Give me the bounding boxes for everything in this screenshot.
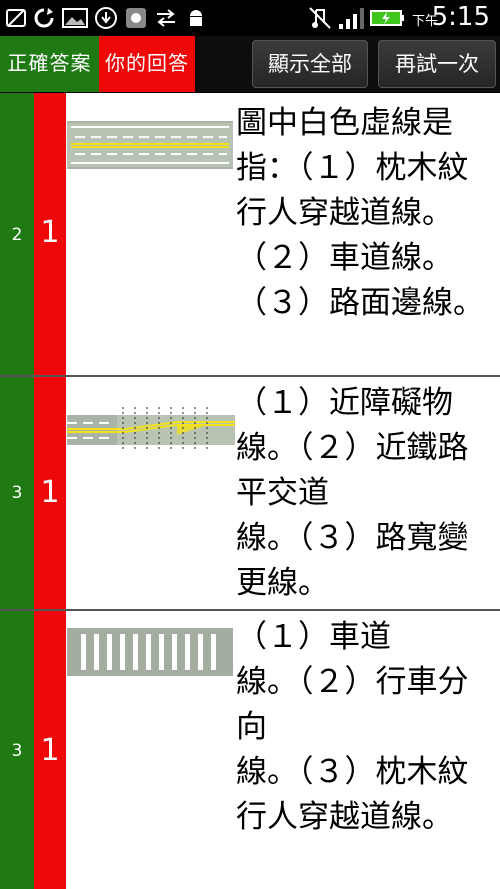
transfer-icon — [157, 9, 175, 27]
no-sim-icon — [6, 9, 26, 27]
question-number: 2 — [11, 225, 23, 245]
question-text: （１）近障礙物線。（２）近鐵路平交道 線。（３）路寬變更線。 — [236, 385, 469, 601]
obstacle-approach-line-image — [67, 407, 235, 451]
sync-icon — [34, 8, 54, 28]
toolbar: 正確答案 你的回答 顯示全部 再試一次 — [0, 36, 500, 92]
download-icon — [95, 7, 117, 29]
retry-button[interactable]: 再試一次 — [378, 40, 496, 88]
mute-icon — [309, 7, 331, 29]
your-answer-tab[interactable]: 你的回答 — [99, 36, 195, 92]
your-answer: 1 — [40, 733, 60, 768]
app-notification-icon — [126, 8, 146, 28]
usb-debug-icon — [190, 10, 202, 26]
status-time: 5:15 — [431, 2, 490, 32]
question-number: 3 — [11, 483, 23, 503]
row-divider — [0, 375, 500, 377]
question-number-cell: 2 — [0, 93, 34, 375]
question-row[interactable]: 2 1 圖中白色虛線是指：（１）枕木紋行人穿越道線。（２）車道線。（３）路面邊線… — [0, 93, 500, 375]
status-bar: 下午 5:15 — [0, 0, 500, 36]
question-row[interactable]: 3 1 （１）近障礙物線。（２）近鐵路平交道 線。（３）路寬變更線。 — [0, 377, 500, 609]
question-number-cell: 3 — [0, 611, 34, 889]
question-number: 3 — [11, 741, 23, 761]
dashed-lane-line-image — [67, 121, 233, 169]
image-notification-icon — [62, 8, 88, 28]
question-row[interactable]: 3 1 （１）車道 線。（２）行車分向 線。（３）枕木紋行人穿越道線。 — [0, 611, 500, 889]
your-answer-cell: 1 — [34, 611, 66, 889]
crosswalk-image — [67, 628, 233, 676]
your-answer: 1 — [40, 475, 60, 510]
your-answer-cell: 1 — [34, 377, 66, 609]
your-answer: 1 — [40, 215, 60, 250]
battery-charging-icon — [370, 10, 404, 26]
status-ampm: 下午 — [412, 14, 439, 29]
row-divider — [0, 609, 500, 611]
question-number-cell: 3 — [0, 377, 34, 609]
your-answer-cell: 1 — [34, 93, 66, 375]
correct-answer-tab[interactable]: 正確答案 — [0, 36, 99, 92]
question-text: （１）車道 線。（２）行車分向 線。（３）枕木紋行人穿越道線。 — [236, 619, 469, 835]
signal-icon — [339, 8, 364, 29]
question-text: 圖中白色虛線是指：（１）枕木紋行人穿越道線。（２）車道線。（３）路面邊線。 — [236, 105, 484, 321]
show-all-button[interactable]: 顯示全部 — [252, 40, 368, 88]
